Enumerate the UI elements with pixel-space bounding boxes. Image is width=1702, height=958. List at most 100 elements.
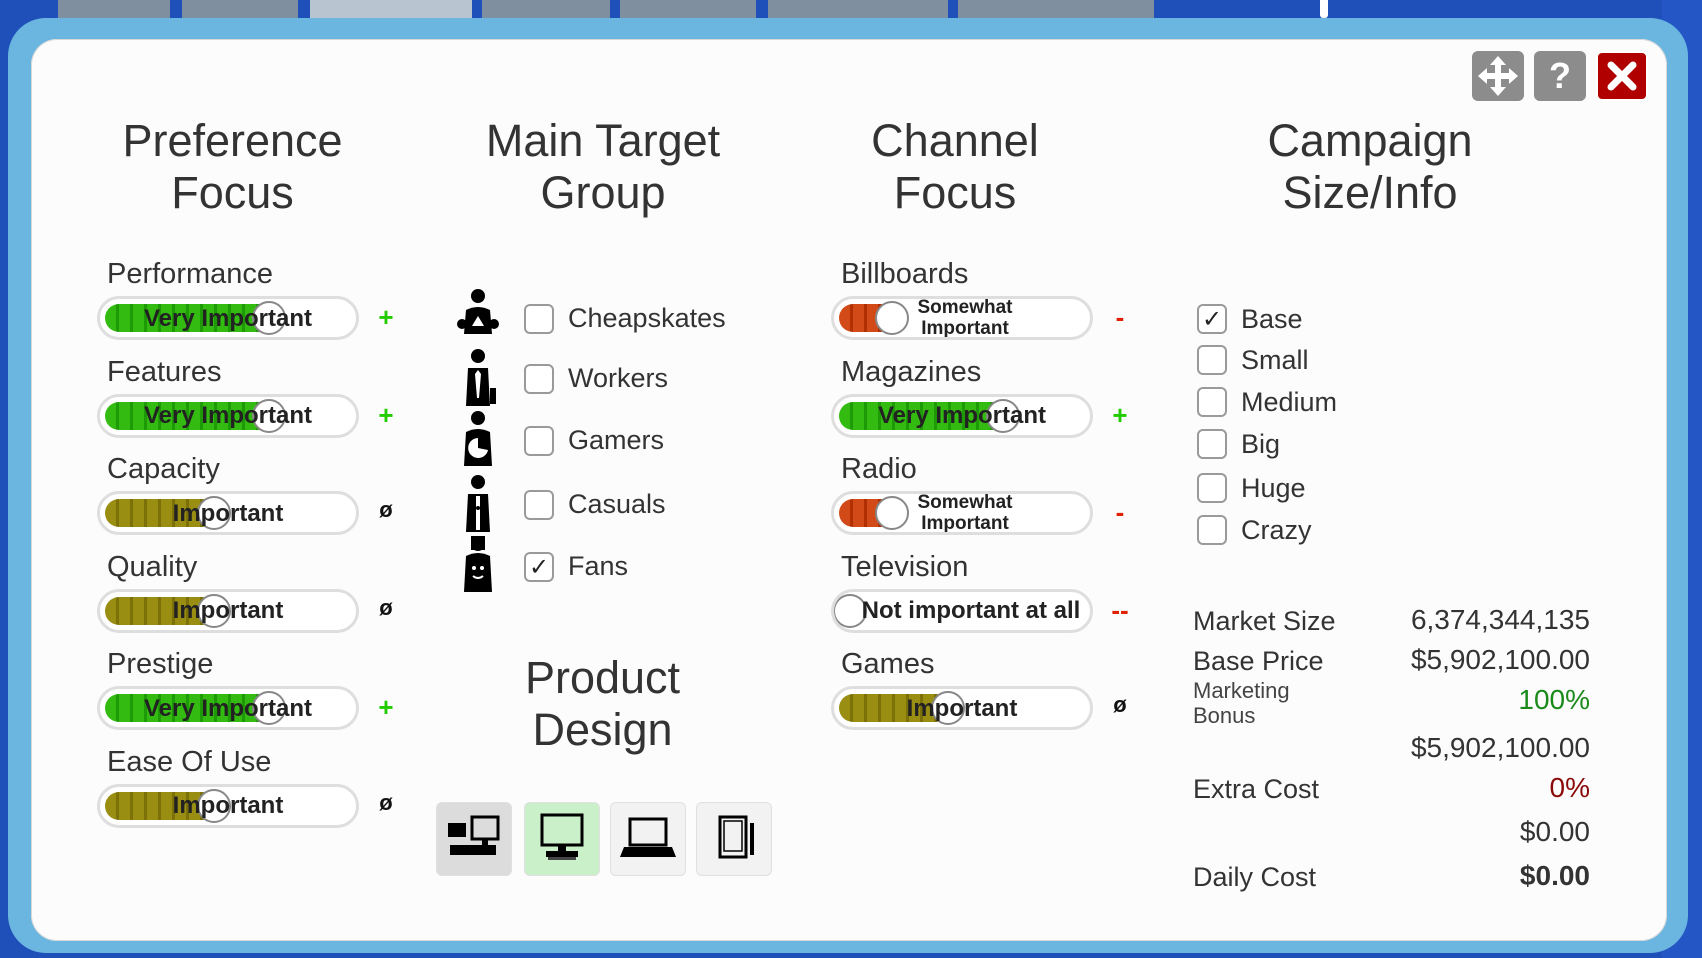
impact-indicator: ø <box>379 789 393 815</box>
slider-value-label: Very Important <box>143 304 313 332</box>
prestige-importance-slider[interactable]: Very Important <box>97 686 359 730</box>
impact-indicator: + <box>378 302 394 332</box>
huge-size-label: Huge <box>1241 473 1306 503</box>
move-icon <box>1478 56 1518 96</box>
slider-knob[interactable] <box>986 398 1020 433</box>
slider-knob[interactable] <box>197 593 231 628</box>
slider-knob[interactable] <box>252 398 286 433</box>
casual-person-icon <box>452 474 504 539</box>
workers-checkbox[interactable] <box>524 364 554 394</box>
medium-size-label: Medium <box>1241 387 1338 417</box>
impact-indicator: - <box>1115 497 1125 527</box>
close-button[interactable] <box>1596 51 1648 101</box>
help-icon: ? <box>1549 55 1571 96</box>
television-importance-slider[interactable]: Not important at all <box>831 588 1093 633</box>
big-size-label: Big <box>1241 429 1281 459</box>
slider-knob[interactable] <box>252 691 286 725</box>
ease-of-use-label: Ease Of Use <box>107 745 272 778</box>
capacity-importance-slider[interactable]: Important <box>97 491 359 535</box>
games-label: Games <box>841 648 935 680</box>
background-divider <box>1320 0 1328 18</box>
fans-checkbox[interactable]: ✓ <box>524 552 554 582</box>
slider-value-label: Important <box>906 694 1018 722</box>
small-size-label: Small <box>1241 345 1309 375</box>
base-price-label: Base Price <box>1193 646 1324 676</box>
marketing-bonus-label: Marketing Bonus <box>1193 678 1290 728</box>
marketing-bonus-value: 100% <box>1518 684 1590 715</box>
slider-value-label: Somewhat Important <box>917 492 1013 534</box>
base-size-checkbox[interactable]: ✓ <box>1197 304 1227 334</box>
monitor-icon <box>532 813 592 866</box>
move-button[interactable] <box>1472 51 1524 101</box>
slider-value-label: Very Important <box>143 694 313 722</box>
slider-knob[interactable] <box>834 593 867 628</box>
daily-cost-value: $0.00 <box>1519 860 1590 891</box>
performance-importance-slider[interactable]: Very Important <box>97 296 359 340</box>
slider-knob[interactable] <box>197 496 231 530</box>
background-tab <box>958 0 1154 22</box>
radio-label: Radio <box>841 453 917 485</box>
daily-cost-label: Daily Cost <box>1193 862 1317 892</box>
laptop-icon <box>618 813 678 866</box>
crazy-size-checkbox[interactable] <box>1197 515 1227 545</box>
preference-focus-title: Preference Focus <box>122 115 343 218</box>
slider-fill <box>105 694 271 722</box>
gamers-label: Gamers <box>568 425 665 455</box>
desktop-keyboard-design-button[interactable] <box>436 802 512 876</box>
magazines-label: Magazines <box>841 355 982 388</box>
billboards-importance-slider[interactable]: Somewhat Important <box>831 296 1093 340</box>
casuals-checkbox[interactable] <box>524 490 554 520</box>
extra-cost-label: Extra Cost <box>1193 774 1320 804</box>
bonus-total-value: $5,902,100.00 <box>1410 732 1590 763</box>
features-label: Features <box>107 355 222 388</box>
small-size-checkbox[interactable] <box>1197 345 1227 375</box>
laptop-design-button[interactable] <box>610 802 686 876</box>
television-label: Television <box>841 550 969 583</box>
market-size-value: 6,374,344,135 <box>1410 604 1590 635</box>
magazines-importance-slider[interactable]: Very Important <box>831 393 1093 438</box>
background-tab <box>768 0 948 22</box>
slider-value-label: Important <box>172 597 284 624</box>
background-tab <box>182 0 298 22</box>
product-design-title: Product Design <box>524 652 681 755</box>
slider-fill <box>105 401 271 430</box>
extra-cost-percent: 0% <box>1549 772 1590 803</box>
big-size-checkbox[interactable] <box>1197 429 1227 459</box>
slider-value-label: Important <box>172 792 284 819</box>
desktop-keyboard-icon <box>444 813 504 866</box>
slider-fill <box>839 401 1005 430</box>
medium-size-checkbox[interactable] <box>1197 387 1227 417</box>
worker-person-icon <box>452 348 504 413</box>
casuals-label: Casuals <box>568 489 666 519</box>
slider-knob[interactable] <box>931 691 965 725</box>
huge-size-checkbox[interactable] <box>1197 473 1227 503</box>
slider-knob[interactable] <box>197 788 231 823</box>
slider-knob[interactable] <box>875 301 909 335</box>
monitor-design-button[interactable] <box>524 802 600 876</box>
radio-importance-slider[interactable]: Somewhat Important <box>831 491 1093 535</box>
cheapskates-checkbox[interactable] <box>524 304 554 334</box>
billboards-label: Billboards <box>841 258 969 290</box>
prestige-label: Prestige <box>107 648 214 680</box>
impact-indicator: ø <box>379 594 393 620</box>
slider-value-label: Very Important <box>877 402 1047 429</box>
slider-value-label: Important <box>172 499 284 527</box>
gamers-checkbox[interactable] <box>524 426 554 456</box>
background-tab <box>482 0 610 22</box>
tablet-icon <box>704 813 764 866</box>
games-importance-slider[interactable]: Important <box>831 686 1093 730</box>
impact-indicator: ø <box>379 497 393 522</box>
extra-cost-value: $0.00 <box>1519 816 1590 847</box>
slider-knob[interactable] <box>252 301 286 335</box>
tablet-design-button[interactable] <box>696 802 772 876</box>
channel-focus-title: Channel Focus <box>871 115 1039 218</box>
main-target-group-title: Main Target Group <box>485 115 721 218</box>
quality-importance-slider[interactable]: Important <box>97 588 359 633</box>
slider-knob[interactable] <box>875 496 909 530</box>
help-button[interactable]: ? <box>1534 51 1586 101</box>
impact-indicator: ø <box>1113 692 1127 717</box>
ease-of-use-importance-slider[interactable]: Important <box>97 783 359 828</box>
quality-label: Quality <box>107 550 198 583</box>
features-importance-slider[interactable]: Very Important <box>97 393 359 438</box>
campaign-size-info-title: Campaign Size/Info <box>1267 115 1473 218</box>
